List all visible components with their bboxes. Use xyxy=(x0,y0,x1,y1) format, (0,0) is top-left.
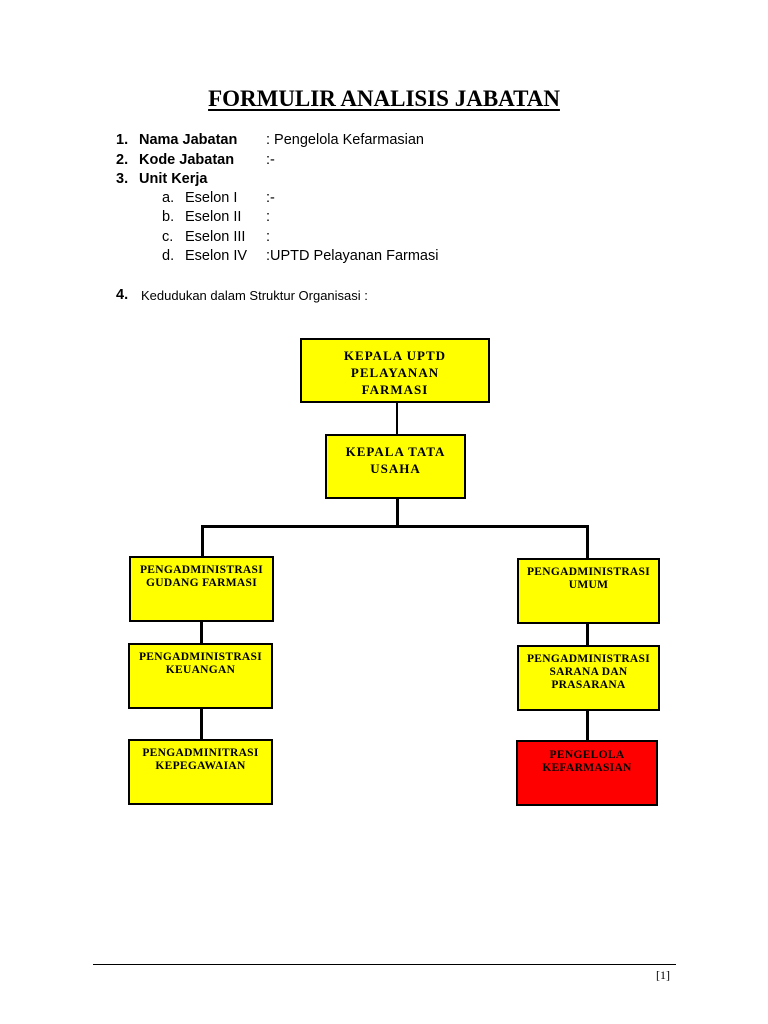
org-box-kepala-tu: KEPALA TATA USAHA xyxy=(325,434,466,499)
eselon-letter: c. xyxy=(162,229,174,245)
eselon-value: :UPTD Pelayanan Farmasi xyxy=(266,248,439,264)
org-box-label: PENGELOLA KEFARMASIAN xyxy=(542,749,632,774)
eselon-label: Eselon I xyxy=(185,190,238,206)
page-title: FORMULIR ANALISIS JABATAN xyxy=(208,86,560,111)
org-box-label: PENGADMINISTRASI UMUM xyxy=(526,566,650,591)
field-label: Nama Jabatan xyxy=(139,132,238,148)
org-box-umum: PENGADMINISTRASI UMUM xyxy=(517,558,660,624)
eselon-value: : xyxy=(266,209,271,225)
connector-line xyxy=(200,621,203,644)
page-number: [1] xyxy=(656,968,670,982)
org-box-keuangan: PENGADMINISTRASI KEUANGAN xyxy=(128,643,273,709)
eselon-letter: b. xyxy=(162,209,175,225)
field-value: :- xyxy=(266,152,275,168)
eselon-value: :- xyxy=(266,190,275,206)
field-number: 1. xyxy=(116,132,129,148)
org-box-gudang-farmasi: PENGADMINISTRASI GUDANG FARMASI xyxy=(129,556,274,622)
org-box-label: PENGADMINISTRASI SARANA DAN PRASARANA xyxy=(526,653,650,691)
footer-divider xyxy=(93,964,676,965)
connector-line xyxy=(586,525,589,559)
field-number: 2. xyxy=(116,152,129,168)
eselon-letter: d. xyxy=(162,248,175,264)
org-box-kepegawaian: PENGADMINITRASI KEPEGAWAIAN xyxy=(128,739,273,805)
eselon-letter: a. xyxy=(162,190,175,206)
connector-line xyxy=(201,525,204,557)
org-box-label: KEPALA TATA USAHA xyxy=(345,444,446,476)
org-box-label: PENGADMINISTRASI GUDANG FARMASI xyxy=(139,564,263,589)
connector-line xyxy=(201,525,589,528)
connector-line xyxy=(396,498,399,526)
connector-line xyxy=(586,623,589,646)
connector-line xyxy=(586,709,589,741)
org-box-label: PENGADMINITRASI KEPEGAWAIAN xyxy=(142,747,259,772)
section-number: 4. xyxy=(116,287,129,303)
eselon-value: : xyxy=(266,229,271,245)
org-box-label: PENGADMINISTRASI KEUANGAN xyxy=(138,651,262,676)
section-label: Kedudukan dalam Struktur Organisasi : xyxy=(141,288,368,303)
field-label: Kode Jabatan xyxy=(139,152,235,168)
eselon-label: Eselon III xyxy=(185,229,246,245)
org-box-kepala-uptd: KEPALA UPTD PELAYANAN FARMASI xyxy=(300,338,490,403)
field-value: : Pengelola Kefarmasian xyxy=(266,132,424,148)
eselon-label: Eselon IV xyxy=(185,248,248,264)
org-box-pengelola-kefarmasian: PENGELOLA KEFARMASIAN xyxy=(516,740,658,806)
eselon-label: Eselon II xyxy=(185,209,242,225)
org-box-sarana-prasarana: PENGADMINISTRASI SARANA DAN PRASARANA xyxy=(517,645,660,711)
connector-line xyxy=(200,708,203,740)
connector-line xyxy=(396,402,398,435)
field-number: 3. xyxy=(116,171,129,187)
org-box-label: KEPALA UPTD PELAYANAN FARMASI xyxy=(343,348,447,397)
field-label: Unit Kerja xyxy=(139,171,208,187)
